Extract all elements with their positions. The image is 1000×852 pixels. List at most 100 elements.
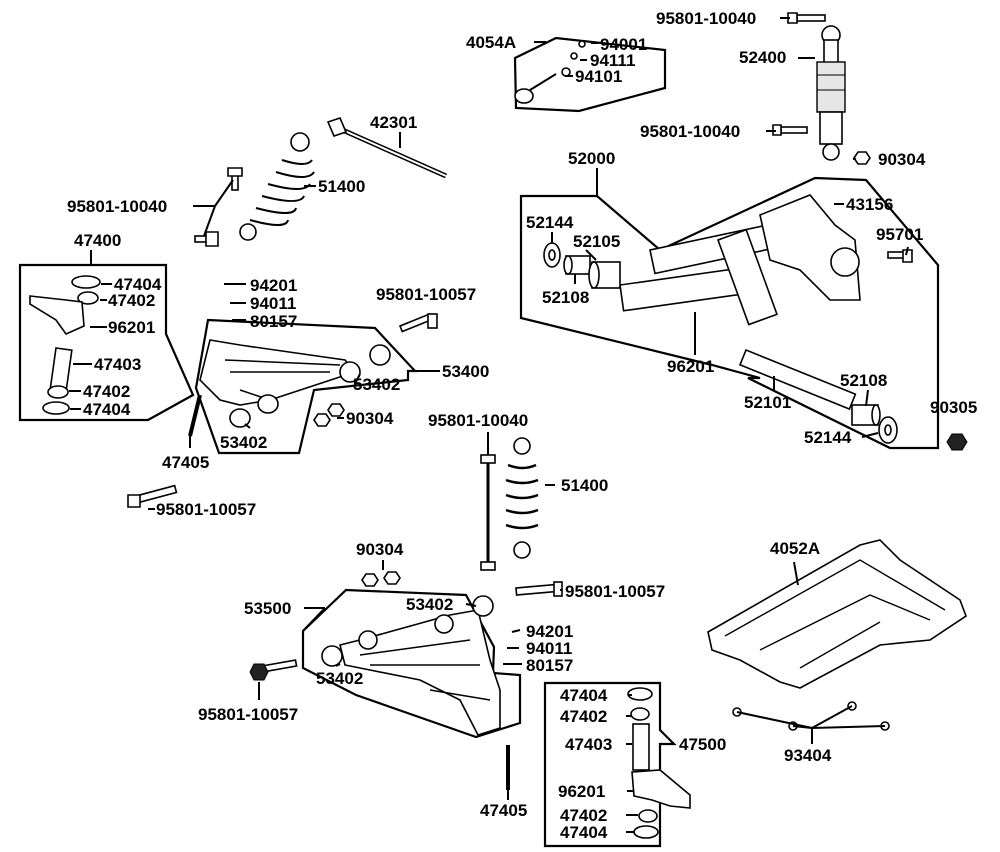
shaft-52101 (738, 348, 857, 411)
upper-a-arm-53400 (199, 339, 391, 428)
bolt-95801-10040-mid (480, 454, 496, 571)
label-95801-10057-b: 95801-10057 (156, 500, 256, 519)
bolt-95801-10057-lower-right (515, 581, 563, 597)
label-47402-a: 47402 (108, 291, 155, 310)
bolt-95801-10057-lower-left (249, 659, 298, 681)
kit-box-53400 (194, 318, 418, 455)
label-80157-a: 80157 (250, 312, 297, 331)
label-96201-c: 96201 (558, 782, 605, 801)
bolt-95801-10040-left-b (194, 231, 219, 247)
bushing-52108-a (563, 255, 591, 275)
skid-plate-4052A (707, 539, 967, 689)
coil-shock-51400-top (239, 132, 315, 241)
label-95801-10040-c: 95801-10040 (67, 197, 167, 216)
nut-90305 (946, 433, 968, 451)
label-94011-b: 94011 (526, 639, 572, 658)
label-53402-a: 53402 (353, 375, 400, 394)
label-53402-b: 53402 (220, 433, 267, 452)
label-95801-10040-b: 95801-10040 (640, 122, 740, 141)
nuts-90304-lower (361, 571, 401, 587)
label-95801-10057-d: 95801-10057 (198, 705, 298, 724)
bolt-95801-10040-top-a (787, 12, 826, 24)
nut-90304-top (853, 151, 871, 165)
label-52108-b: 52108 (840, 371, 887, 390)
label-94001: 94001 (600, 35, 647, 54)
label-94201-a: 94201 (250, 276, 297, 295)
label-53402-d: 53402 (316, 669, 363, 688)
bolt-95801-10057-upper (398, 312, 438, 333)
label-47404-b: 47404 (83, 400, 131, 419)
label-94011-a: 94011 (250, 294, 296, 313)
label-95801-10040-d: 95801-10040 (428, 411, 528, 430)
label-47500: 47500 (679, 735, 726, 754)
label-94201-b: 94201 (526, 622, 573, 641)
bolt-95801-10040-top-b (772, 124, 808, 136)
shock-absorber-52400 (816, 25, 846, 161)
label-51400-a: 51400 (318, 177, 365, 196)
label-90304-a: 90304 (878, 150, 926, 169)
label-95801-10057-a: 95801-10057 (376, 285, 476, 304)
nut-90304-upper (313, 403, 345, 427)
kit-box-47500 (543, 681, 677, 848)
bushing-52108-b (851, 404, 881, 426)
label-95801-10057-c: 95801-10057 (565, 582, 665, 601)
label-43156: 43156 (846, 195, 893, 214)
label-4054A: 4054A (466, 33, 516, 52)
label-95801-10040-a: 95801-10040 (656, 9, 756, 28)
bushing-52144-a (543, 242, 561, 268)
knuckle-47500 (627, 687, 691, 839)
knuckle-47400 (29, 275, 101, 415)
label-47402-b: 47402 (83, 382, 130, 401)
label-93404: 93404 (784, 746, 832, 765)
label-47403-b: 47403 (565, 735, 612, 754)
label-94111: 94111 (590, 51, 635, 70)
kit-box-4054A (513, 36, 667, 113)
label-47403-a: 47403 (94, 355, 141, 374)
label-80157-b: 80157 (526, 656, 573, 675)
label-47404-a: 47404 (114, 275, 162, 294)
kit-box-53500 (301, 588, 522, 739)
swing-arm-52000 (619, 194, 861, 326)
label-53402-c: 53402 (406, 595, 453, 614)
label-94101: 94101 (575, 67, 622, 86)
label-52144-b: 52144 (804, 428, 852, 447)
label-47404-d: 47404 (560, 823, 608, 842)
bushing-52144-b (878, 416, 898, 444)
label-90305: 90305 (930, 398, 977, 417)
label-47405-b: 47405 (480, 801, 527, 820)
label-42301: 42301 (370, 113, 417, 132)
bolt-95801-10040-left-a (227, 167, 243, 191)
label-52400: 52400 (739, 48, 786, 67)
axle-42301 (326, 117, 448, 179)
coil-shock-51400-mid (505, 437, 539, 559)
kit-box-47400 (18, 263, 195, 422)
label-4052A: 4052A (770, 539, 820, 558)
label-47402-c: 47402 (560, 707, 607, 726)
stud-47405-upper (188, 394, 202, 437)
leader-lines (69, 17, 909, 833)
label-52000: 52000 (568, 149, 615, 168)
label-47404-c: 47404 (560, 686, 608, 705)
label-52108-a: 52108 (542, 288, 589, 307)
lower-a-arm-53500 (321, 595, 501, 736)
label-47405-a: 47405 (162, 453, 209, 472)
part-labels: 95801-10040 4054A 94001 94111 94101 5240… (67, 9, 977, 842)
eye-bolt-4054A (514, 40, 586, 104)
label-47402-d: 47402 (560, 806, 607, 825)
label-51400-b: 51400 (561, 476, 608, 495)
label-96201-a: 96201 (667, 357, 714, 376)
label-90304-b: 90304 (346, 409, 394, 428)
bolt-95701 (887, 249, 913, 263)
label-47400: 47400 (74, 231, 121, 250)
label-53400: 53400 (442, 362, 489, 381)
label-53500: 53500 (244, 599, 291, 618)
collar-52105 (588, 261, 621, 289)
label-95701: 95701 (876, 225, 923, 244)
label-90304-c: 90304 (356, 540, 404, 559)
bolt-95801-10057-left (127, 484, 178, 508)
label-52105: 52105 (573, 232, 620, 251)
label-52144-a: 52144 (526, 213, 574, 232)
label-52101: 52101 (744, 393, 791, 412)
label-96201-b: 96201 (108, 318, 155, 337)
